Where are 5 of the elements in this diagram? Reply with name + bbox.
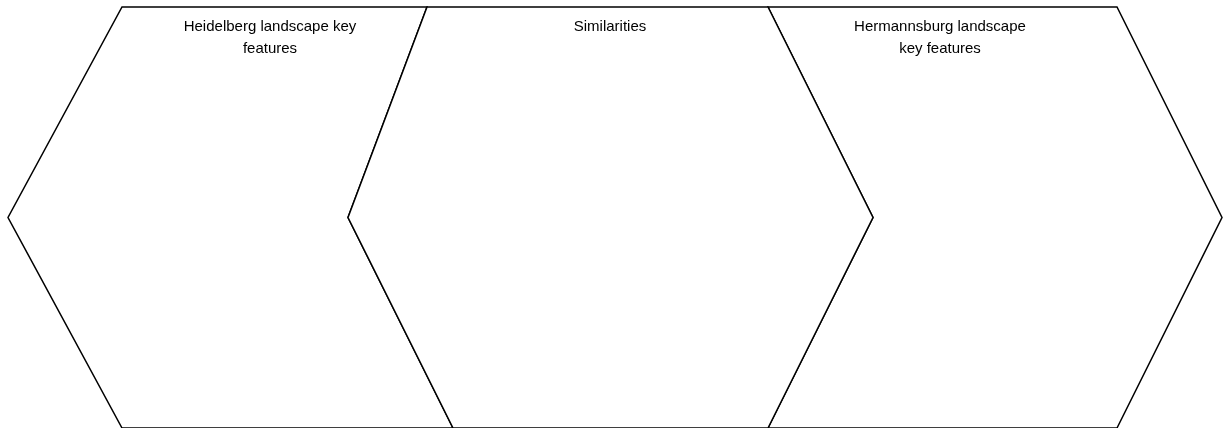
hexagon-heading: Similarities bbox=[572, 16, 648, 36]
hexagon-heading: Hermannsburg landscape key features bbox=[853, 16, 1027, 58]
hexagon-shape bbox=[768, 7, 1222, 428]
hexagon-heading: Heidelberg landscape key features bbox=[182, 16, 358, 58]
hexagon-shape bbox=[8, 7, 453, 428]
